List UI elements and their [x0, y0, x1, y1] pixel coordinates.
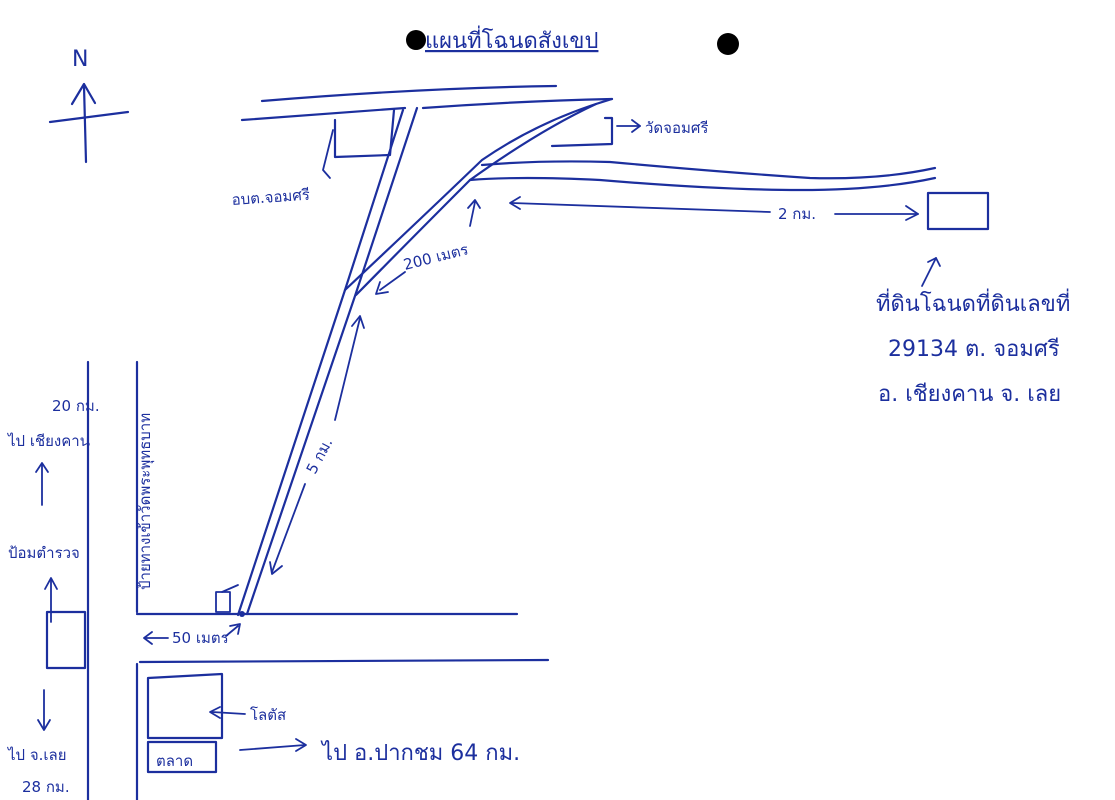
direction-north-chiangkhan: 20 กม. ไป เชียงคาน	[7, 397, 100, 506]
north-top-road	[240, 84, 614, 122]
distance-north-label: 20 กม.	[52, 397, 100, 415]
market-label: ตลาด	[156, 752, 193, 770]
temple-building: วัดจอมศรี	[550, 116, 708, 148]
distance-200m-label: 200 เมตร	[402, 240, 471, 273]
main-road-west	[86, 360, 139, 800]
north-label: N	[72, 47, 88, 72]
market: ตลาด	[146, 740, 218, 774]
police-box-label: ป้อมตำรวจ	[8, 544, 80, 562]
distance-arrow-5km: 5 กม.	[269, 315, 365, 575]
sao-office-building: อบต.จอมศรี	[231, 108, 396, 209]
parcel-note-line2: 29134 ต. จอมศรี	[888, 337, 1060, 362]
distance-2km-label: 2 กม.	[778, 205, 816, 223]
sao-office-label: อบต.จอมศรี	[231, 186, 310, 209]
distance-5km-label: 5 กม.	[303, 435, 337, 477]
bus-stop-sign: ป้ายทางเข้าวัดพระพุทธบาท	[136, 413, 239, 613]
land-parcel	[921, 191, 990, 287]
distance-south-label: 28 กม.	[22, 778, 70, 796]
distance-arrow-50m: 50 เมตร	[143, 623, 241, 647]
long-road-to-village	[236, 106, 419, 617]
temple-label: วัดจอมศรี	[645, 119, 708, 137]
parcel-note-line1: ที่ดินโฉนดที่ดินเลขที่	[876, 288, 1070, 317]
punch-hole-left	[406, 30, 426, 50]
junction-road	[135, 611, 550, 664]
map-title: แผนที่โฉนดสังเขป	[425, 25, 598, 54]
direction-south-loei: ไป จ.เลย 28 กม.	[7, 689, 70, 796]
east-road-to-parcel	[468, 160, 937, 192]
lotus-label: โลตัส	[250, 706, 286, 724]
distance-arrow-2km: 2 กม.	[509, 196, 919, 223]
distance-50m-label: 50 เมตร	[172, 629, 229, 647]
compass-rose: N	[48, 47, 130, 164]
lotus-store: โลตัส	[146, 672, 286, 740]
bus-stop-label: ป้ายทางเข้าวัดพระพุทธบาท	[136, 413, 155, 590]
punch-hole-right	[717, 33, 739, 55]
parcel-note: ที่ดินโฉนดที่ดินเลขที่ 29134 ต. จอมศรี อ…	[876, 288, 1070, 407]
parcel-note-line3: อ. เชียงคาน จ. เลย	[878, 382, 1061, 407]
to-north-label: ไป เชียงคาน	[7, 432, 90, 450]
police-box: ป้อมตำรวจ	[8, 544, 87, 670]
to-south-label: ไป จ.เลย	[7, 746, 67, 764]
fork-road-northeast	[343, 97, 614, 297]
to-pak-chom-label: ไป อ.ปากชม 64 กม.	[320, 740, 520, 766]
direction-pak-chom: ไป อ.ปากชม 64 กม.	[239, 738, 520, 766]
